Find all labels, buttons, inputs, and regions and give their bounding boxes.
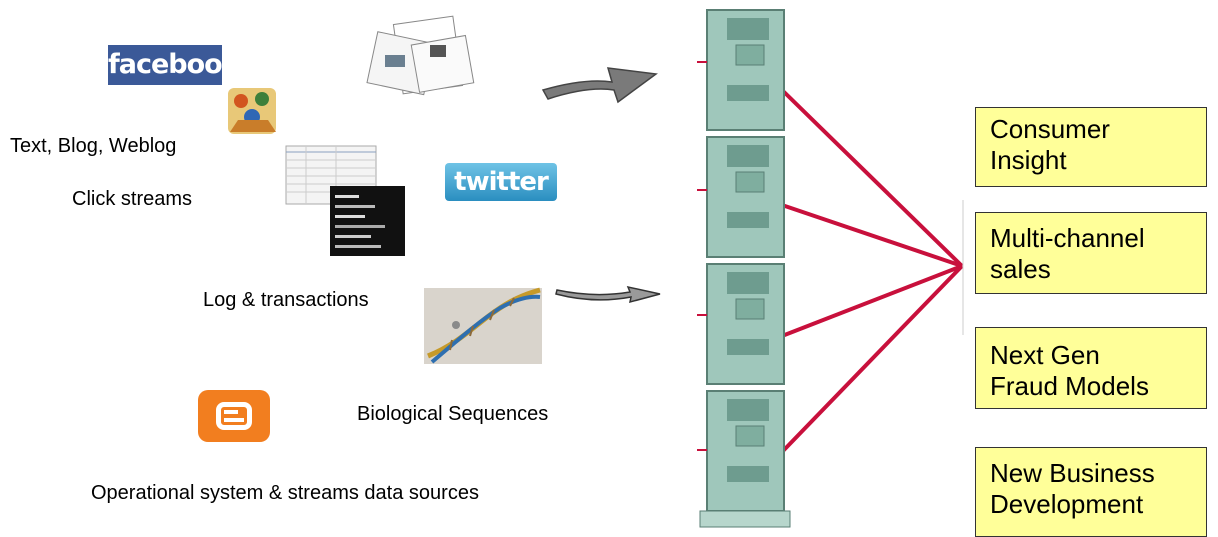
label-operational-sources: Operational system & streams data source… bbox=[91, 482, 479, 504]
facebook-logo: facebook bbox=[108, 45, 240, 85]
arrow-top bbox=[541, 67, 658, 104]
server-1 bbox=[697, 9, 785, 131]
outcome-line: Fraud Models bbox=[990, 371, 1149, 401]
server-2 bbox=[697, 136, 785, 258]
outcome-fraud-models: Next Gen Fraud Models bbox=[975, 327, 1207, 409]
outcome-line: Insight bbox=[990, 145, 1067, 175]
connector-line-3 bbox=[781, 264, 963, 338]
documents-icon bbox=[366, 15, 475, 96]
outcome-line: sales bbox=[990, 254, 1051, 284]
label-text-blog: Text, Blog, Weblog bbox=[10, 135, 177, 157]
outcome-line: Development bbox=[990, 489, 1144, 519]
outcome-line: New Business bbox=[990, 458, 1155, 488]
arrow-icon bbox=[541, 67, 661, 304]
connector-line-4 bbox=[780, 264, 964, 454]
server-3 bbox=[697, 263, 785, 385]
outcome-multi-channel-sales: Multi-channel sales bbox=[975, 212, 1207, 294]
connector-line-2 bbox=[781, 203, 963, 268]
server-icon bbox=[697, 9, 791, 528]
outcome-line: Multi-channel bbox=[990, 223, 1145, 253]
connector-line-1 bbox=[780, 88, 964, 268]
blogger-icon bbox=[198, 390, 270, 442]
outcome-line: Next Gen bbox=[990, 340, 1100, 370]
outcome-line: Consumer bbox=[990, 114, 1110, 144]
label-log-transactions: Log & transactions bbox=[203, 289, 369, 311]
label-click-streams: Click streams bbox=[72, 188, 193, 210]
connector-lines bbox=[780, 88, 964, 454]
label-biological-sequences: Biological Sequences bbox=[357, 403, 549, 425]
dna-icon bbox=[424, 287, 542, 364]
people-icon bbox=[228, 88, 276, 134]
arrow-bottom bbox=[555, 285, 661, 304]
server-4 bbox=[697, 390, 785, 512]
outcome-business-development: New Business Development bbox=[975, 447, 1207, 537]
outcome-consumer-insight: Consumer Insight bbox=[975, 107, 1207, 187]
terminal-icon bbox=[330, 186, 405, 256]
twitter-logo: twitter bbox=[445, 163, 557, 201]
